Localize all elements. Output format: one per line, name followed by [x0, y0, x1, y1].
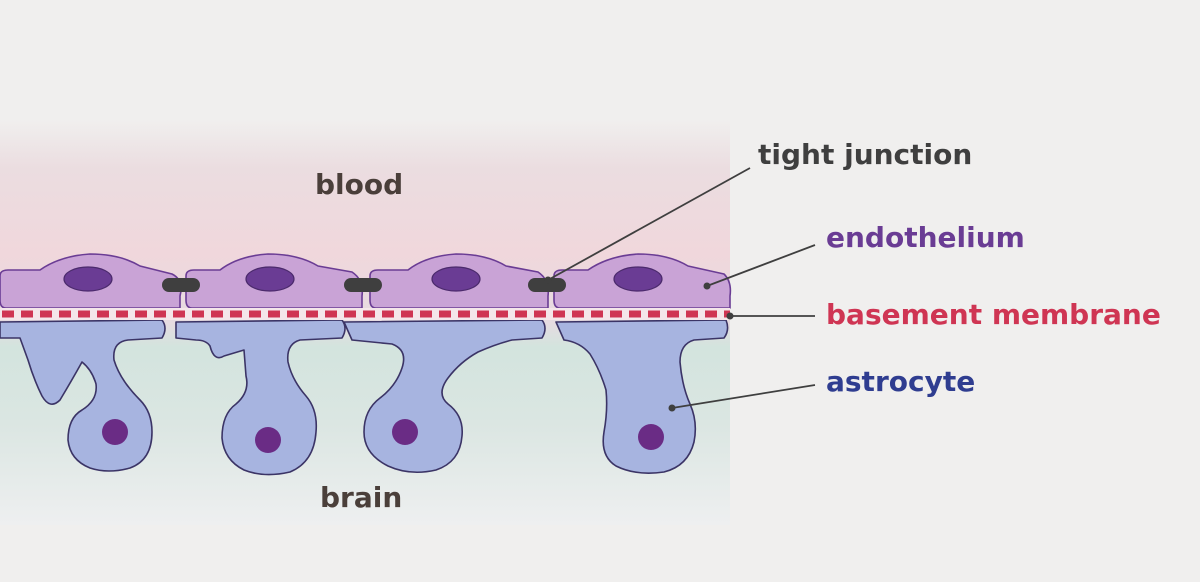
astrocyte-nucleus — [392, 419, 418, 445]
basement-membrane-label: basement membrane — [826, 298, 1161, 331]
tight-junction-label: tight junction — [758, 138, 973, 171]
leader-lines — [547, 167, 816, 409]
astrocyte-nucleus — [255, 427, 281, 453]
basement-membrane-line — [0, 308, 730, 320]
leader-endothelium — [706, 244, 816, 287]
leader-dot — [544, 276, 552, 284]
tight-junction-marker — [528, 278, 566, 292]
astrocyte-nucleus — [102, 419, 128, 445]
leader-dot — [726, 312, 734, 320]
endothelium-layer — [0, 253, 732, 309]
leader-dot — [703, 282, 711, 290]
tight-junction-marker — [162, 278, 200, 292]
endothelium-nucleus — [431, 266, 481, 292]
astrocyte-nucleus — [638, 424, 664, 450]
leader-dot — [668, 404, 676, 412]
tight-junctions — [162, 278, 566, 292]
astrocyte-cell — [175, 319, 346, 476]
endothelium-label: endothelium — [826, 221, 1025, 254]
tight-junction-marker — [344, 278, 382, 292]
endothelium-nucleus — [613, 266, 663, 292]
leader-astrocyte — [671, 384, 816, 409]
brain-label: brain — [320, 481, 403, 514]
endothelium-nucleus — [63, 266, 113, 292]
endothelium-nucleus — [245, 266, 295, 292]
astrocyte-cell — [555, 319, 729, 474]
blood-label: blood — [315, 168, 404, 201]
astrocyte-layer — [0, 319, 729, 476]
leader-tight-junction — [547, 167, 751, 281]
astrocyte-label: astrocyte — [826, 365, 976, 398]
